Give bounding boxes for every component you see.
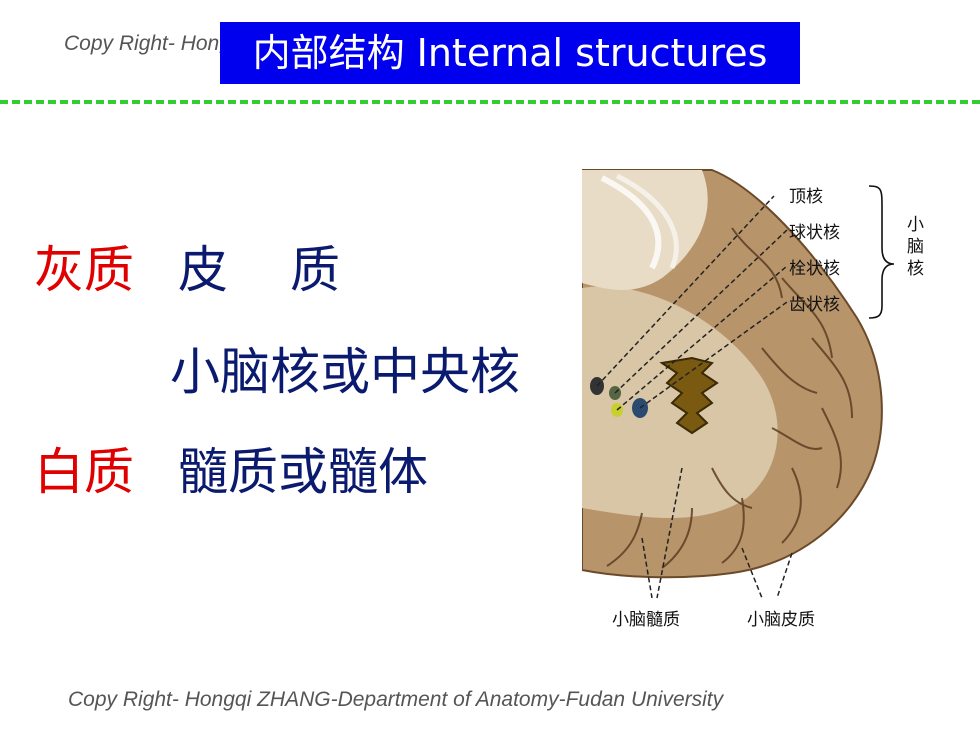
cerebellum-illustration [581,169,895,599]
cortex-char-1: 皮 [178,241,228,299]
slide-title: 内部结构 Internal structures [220,22,800,84]
dentate-nucleus-shape [659,356,719,435]
label-fastigial: 顶核 [789,187,823,207]
leader-lines [596,195,793,599]
nuclei-bracket [868,185,895,319]
medulla-line: 髓质或髓体 [178,443,428,501]
white-matter-label: 白质 [34,443,134,501]
folia-lines [606,227,853,569]
dashed-divider [0,100,980,104]
label-medulla: 小脑髓质 [612,610,680,630]
copyright-bottom: Copy Right- Hongqi ZHANG-Department of A… [68,688,724,711]
label-dentate: 齿状核 [789,295,840,315]
cortex-char-2: 质 [290,241,340,299]
label-emboliform: 栓状核 [789,259,840,279]
label-globose: 球状核 [789,223,840,243]
label-cerebellar-nuclei: 小脑核 [907,215,924,279]
nuclei-line: 小脑核或中央核 [170,343,520,401]
gray-matter-label: 灰质 [34,241,134,299]
cerebellum-figure: 顶核 球状核 栓状核 齿状核 小脑核 小脑髓质 小脑皮质 [581,168,972,638]
label-cortex: 小脑皮质 [747,610,815,630]
